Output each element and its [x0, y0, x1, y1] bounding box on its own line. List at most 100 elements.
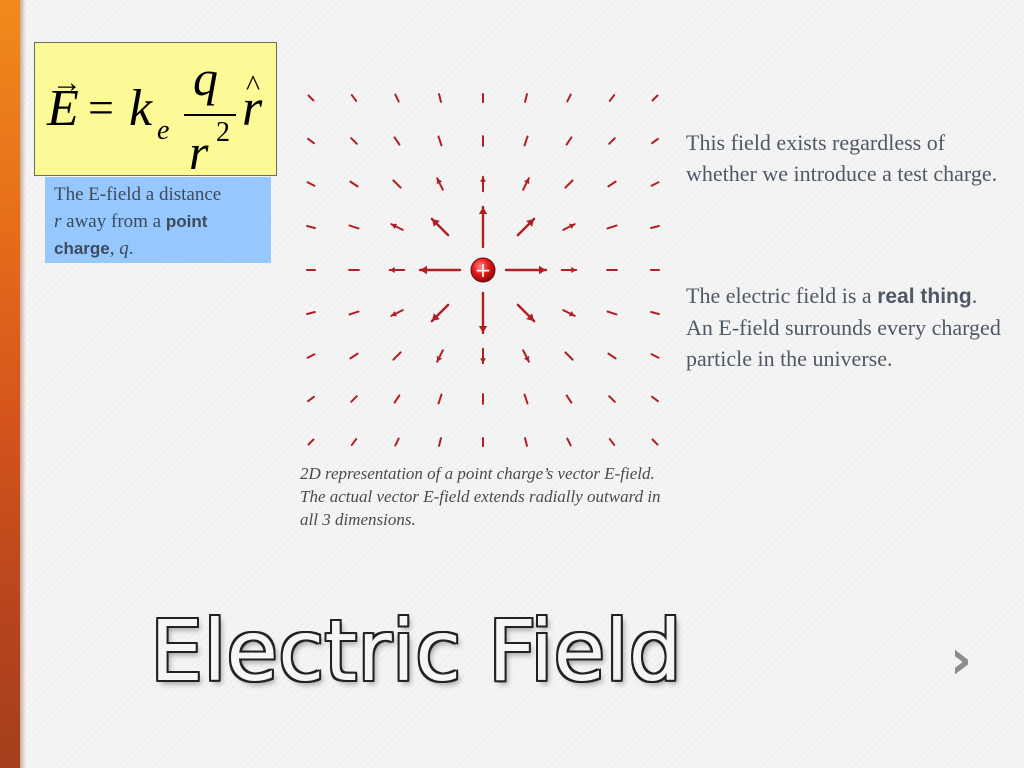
field-arrow-head: [526, 218, 535, 227]
field-arrow: [438, 93, 442, 103]
field-arrow-head: [571, 267, 577, 273]
formula-denominator: r: [189, 124, 209, 180]
field-arrow: [306, 181, 316, 187]
field-arrow: [565, 136, 573, 146]
field-arrow: [306, 353, 316, 359]
field-arrow-head: [478, 326, 488, 333]
field-arrow: [650, 225, 660, 229]
field-arrow-head: [523, 178, 530, 185]
field-arrow: [566, 93, 572, 103]
field-arrow: [307, 438, 315, 446]
formula-vector-arrow: →: [52, 66, 82, 99]
field-arrow: [392, 351, 402, 361]
field-arrow-head: [431, 218, 440, 227]
field-arrow-head: [478, 207, 488, 214]
formula-exponent: 2: [216, 117, 230, 148]
field-arrow-head: [480, 358, 486, 364]
field-arrow: [350, 137, 358, 145]
left-accent-bar: [0, 0, 20, 768]
field-arrow: [608, 438, 616, 446]
field-arrow: [350, 395, 358, 403]
field-arrow: [437, 393, 443, 405]
description-q-symbol: q: [119, 238, 129, 259]
description-line2: away from a: [61, 211, 166, 232]
field-arrow: [393, 394, 401, 404]
field-arrow: [651, 395, 659, 403]
field-arrow-head: [420, 265, 427, 275]
field-arrow: [608, 137, 616, 145]
field-arrow: [394, 93, 400, 103]
paragraph-real-before: The electric field is a: [686, 283, 878, 308]
field-arrow-head: [436, 355, 443, 362]
field-arrow: [566, 437, 572, 447]
field-arrow: [564, 179, 574, 189]
field-arrow: [608, 94, 616, 102]
field-arrow: [392, 179, 402, 189]
field-arrow: [437, 135, 443, 147]
field-arrow: [307, 137, 315, 145]
paragraph-real-after: . An E-field surrounds every charged par…: [686, 283, 1001, 371]
field-arrow: [650, 311, 660, 315]
next-slide-icon[interactable]: ›: [949, 628, 973, 691]
field-arrow: [348, 310, 360, 316]
paragraph-real-bold: real thing: [877, 285, 972, 308]
field-arrow-head: [526, 313, 535, 322]
diagram-caption: 2D representation of a point charge’s ve…: [300, 464, 661, 529]
field-arrow: [349, 352, 359, 360]
point-charge: [470, 257, 496, 283]
field-arrow-head: [431, 313, 440, 322]
formula-k-subscript: e: [157, 115, 170, 146]
formula-equals: =: [88, 82, 114, 133]
field-arrow: [651, 94, 659, 102]
positive-charge-symbol: +: [475, 258, 492, 282]
field-arrow-head: [539, 265, 546, 275]
formula-e-symbol: E: [47, 80, 79, 137]
description-box: The E-field a distance r away from a poi…: [45, 177, 271, 263]
description-period: .: [128, 238, 134, 259]
field-arrow: [608, 395, 616, 403]
description-r-symbol: r: [54, 211, 62, 232]
formula-hat-mark: ^: [246, 69, 261, 102]
field-arrow: [524, 437, 528, 447]
formula-numerator: q: [193, 50, 218, 106]
field-arrow: [523, 393, 529, 405]
description-bold-charge: charge: [54, 239, 110, 258]
field-arrow-head: [391, 310, 398, 317]
vector-field-diagram: +: [305, 92, 661, 448]
description-comma: ,: [109, 238, 120, 259]
formula-k-symbol: k: [129, 80, 153, 137]
field-arrow-head: [436, 178, 443, 185]
field-arrow: [350, 94, 358, 102]
field-arrow: [607, 352, 617, 360]
field-arrow: [650, 181, 660, 187]
field-arrow: [523, 135, 529, 147]
field-arrow-head: [391, 223, 398, 230]
field-arrow: [394, 437, 400, 447]
paragraph-field-exists: This field exists regardless of whether …: [686, 130, 998, 186]
field-arrow: [349, 180, 359, 188]
formula-box: E → = k e q r 2 r ^: [34, 42, 277, 180]
formula-fraction-bar: [184, 114, 236, 116]
field-arrow: [651, 137, 659, 145]
field-arrow: [393, 136, 401, 146]
left-accent-shadow: [20, 0, 26, 768]
field-arrow: [651, 438, 659, 446]
field-arrow-head: [480, 176, 486, 182]
field-arrows: [305, 92, 661, 448]
field-arrow-head: [568, 223, 575, 230]
field-arrow: [438, 437, 442, 447]
field-arrow-head: [568, 310, 575, 317]
paragraph-real-thing: The electric field is a real thing. An E…: [686, 280, 1006, 374]
field-arrow: [607, 180, 617, 188]
field-arrow: [606, 224, 618, 230]
field-arrow: [307, 395, 315, 403]
field-arrow: [650, 353, 660, 359]
description-line1: The E-field a distance: [54, 184, 222, 205]
field-arrow-head: [523, 355, 530, 362]
field-arrow: [606, 310, 618, 316]
field-arrow: [350, 438, 358, 446]
field-arrow: [306, 311, 316, 315]
field-arrow: [524, 93, 528, 103]
field-arrow: [564, 351, 574, 361]
slide-title: Electric Field: [150, 602, 682, 700]
